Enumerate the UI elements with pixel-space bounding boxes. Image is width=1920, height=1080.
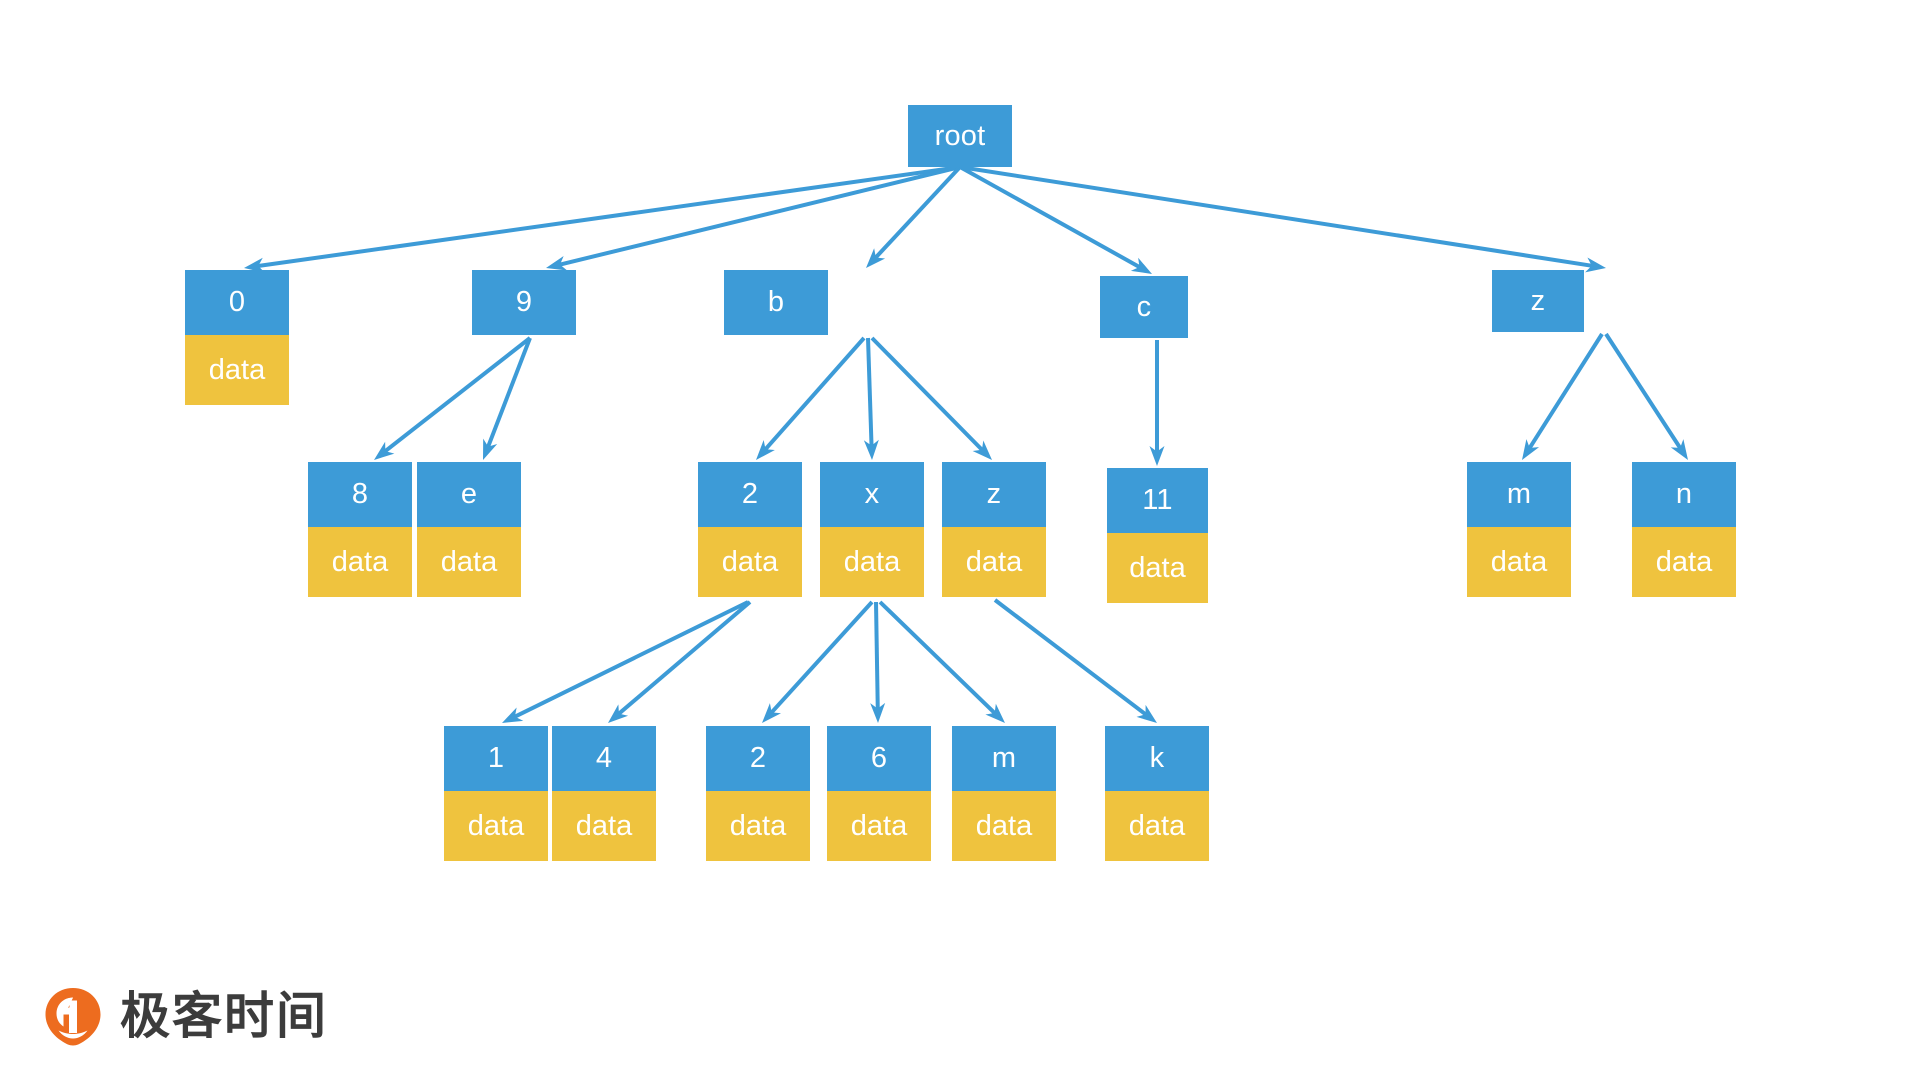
node-key-label: m	[952, 726, 1056, 791]
tree-edge-nx-to-nm4	[878, 600, 1005, 723]
tree-edge-nx-to-n2b	[762, 600, 874, 723]
tree-node-nz2[interactable]: z	[1492, 270, 1584, 332]
tree-edge-n9-to-n8	[374, 336, 532, 460]
node-data-label: data	[308, 527, 412, 597]
brand-logo: 极客时间	[42, 985, 328, 1047]
node-data-label: data	[552, 791, 656, 861]
tree-edge-n2a-to-n1	[502, 600, 749, 723]
node-key-label: 11	[1107, 468, 1208, 533]
node-data-label: data	[952, 791, 1056, 861]
node-data-label: data	[1107, 533, 1208, 603]
tree-node-root[interactable]: root	[908, 105, 1012, 167]
node-data-label: data	[1105, 791, 1209, 861]
node-data-label: data	[942, 527, 1046, 597]
tree-edge-nc-to-n11	[1149, 340, 1165, 466]
tree-edge-nz3-to-nk	[993, 598, 1157, 723]
tree-node-n9[interactable]: 9	[472, 270, 576, 335]
node-key-label: 9	[472, 270, 576, 335]
node-data-label: data	[444, 791, 548, 861]
node-key-label: z	[942, 462, 1046, 527]
node-key-label: 1	[444, 726, 548, 791]
tree-edge-nb-to-nx	[863, 337, 879, 460]
node-data-label: data	[417, 527, 521, 597]
node-key-label: c	[1100, 276, 1188, 338]
tree-edge-nb-to-nz3	[870, 336, 992, 460]
tree-edge-nb-to-n2a	[756, 336, 866, 460]
node-data-label: data	[185, 335, 289, 405]
tree-edge-nz2-to-nn	[1604, 332, 1688, 460]
tree-edge-nz2-to-nm3	[1522, 332, 1604, 460]
tree-edge-root-to-n0	[244, 165, 961, 273]
node-data-label: data	[706, 791, 810, 861]
tree-edge-root-to-n9	[546, 165, 961, 271]
node-key-label: b	[724, 270, 828, 335]
node-data-label: data	[1632, 527, 1736, 597]
node-key-label: 8	[308, 462, 412, 527]
node-key-label: root	[908, 105, 1012, 167]
node-key-label: m	[1467, 462, 1571, 527]
node-key-label: 2	[706, 726, 810, 791]
tree-edge-root-to-nc	[959, 165, 1152, 274]
tree-edge-n9-to-ne	[483, 337, 532, 460]
tree-edge-root-to-nz2	[959, 165, 1606, 273]
geektime-logo-icon	[42, 985, 104, 1047]
tree-node-nc[interactable]: c	[1100, 276, 1188, 338]
node-key-label: 4	[552, 726, 656, 791]
node-key-label: k	[1105, 726, 1209, 791]
tree-edge-nx-to-n6	[870, 601, 886, 723]
node-data-label: data	[820, 527, 924, 597]
node-key-label: n	[1632, 462, 1736, 527]
tree-node-nb[interactable]: b	[724, 270, 828, 335]
node-data-label: data	[698, 527, 802, 597]
tree-edge-root-to-nb	[866, 165, 962, 268]
node-key-label: z	[1492, 270, 1584, 332]
tree-edge-n2a-to-n4	[608, 600, 752, 723]
node-key-label: 2	[698, 462, 802, 527]
node-key-label: 0	[185, 270, 289, 335]
node-key-label: x	[820, 462, 924, 527]
node-data-label: data	[827, 791, 931, 861]
node-key-label: 6	[827, 726, 931, 791]
brand-wordmark: 极客时间	[120, 987, 328, 1045]
node-key-label: e	[417, 462, 521, 527]
node-data-label: data	[1467, 527, 1571, 597]
